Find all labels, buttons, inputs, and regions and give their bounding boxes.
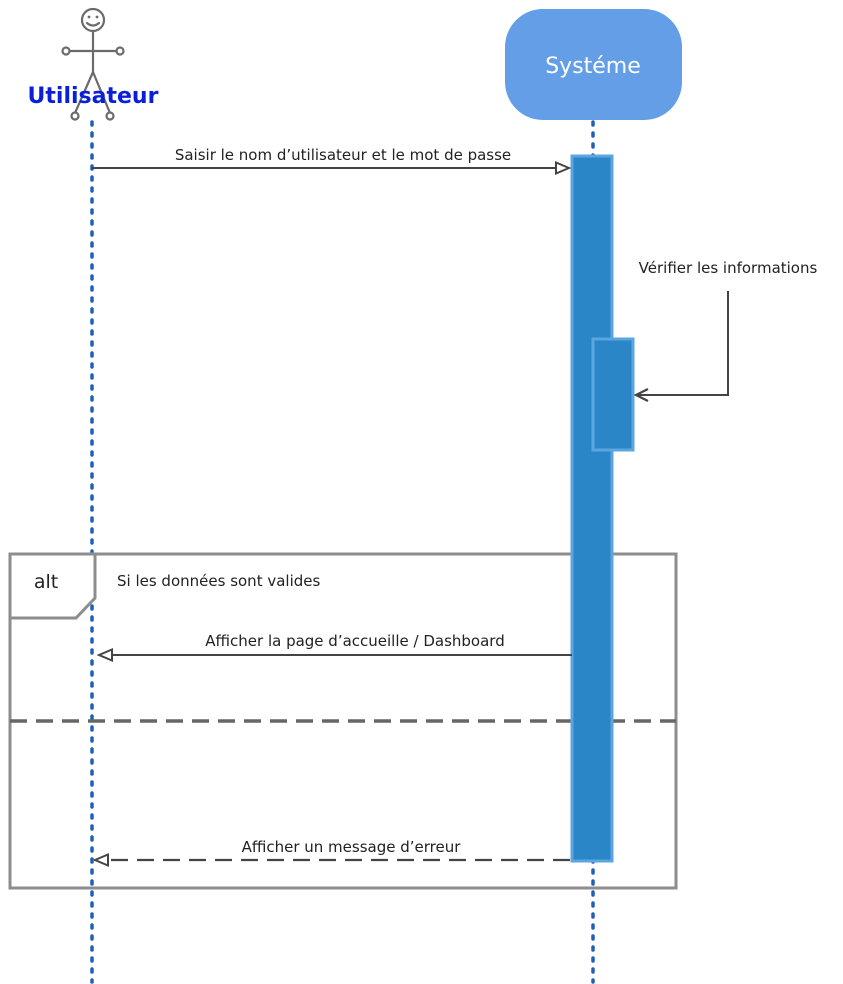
dashboard-message-arrowhead (96, 647, 113, 663)
error-message-label: Afficher un message d’erreur (242, 838, 462, 856)
system-participant-box (505, 9, 682, 120)
alt-fragment-tab (8, 552, 97, 620)
alt-condition: Si les données sont valides (117, 572, 320, 590)
dashboard-message-label: Afficher la page d’accueille / Dashboard (205, 632, 504, 650)
alt-keyword: alt (34, 571, 58, 593)
stick-figure-icon (61, 7, 125, 121)
verify-message-arrowhead (633, 388, 649, 402)
system-activation-bar (570, 154, 614, 863)
error-message-arrowhead (92, 852, 109, 868)
system-participant-label: Systéme (545, 54, 641, 79)
user-actor-label: Utilisateur (28, 84, 159, 109)
verify-message-arrow (637, 291, 729, 396)
verify-message-label: Vérifier les informations (639, 259, 818, 277)
system-self-activation-bar (591, 337, 635, 452)
login-message-label: Saisir le nom d’utilisateur et le mot de… (175, 146, 511, 164)
login-message-arrowhead (555, 160, 572, 176)
